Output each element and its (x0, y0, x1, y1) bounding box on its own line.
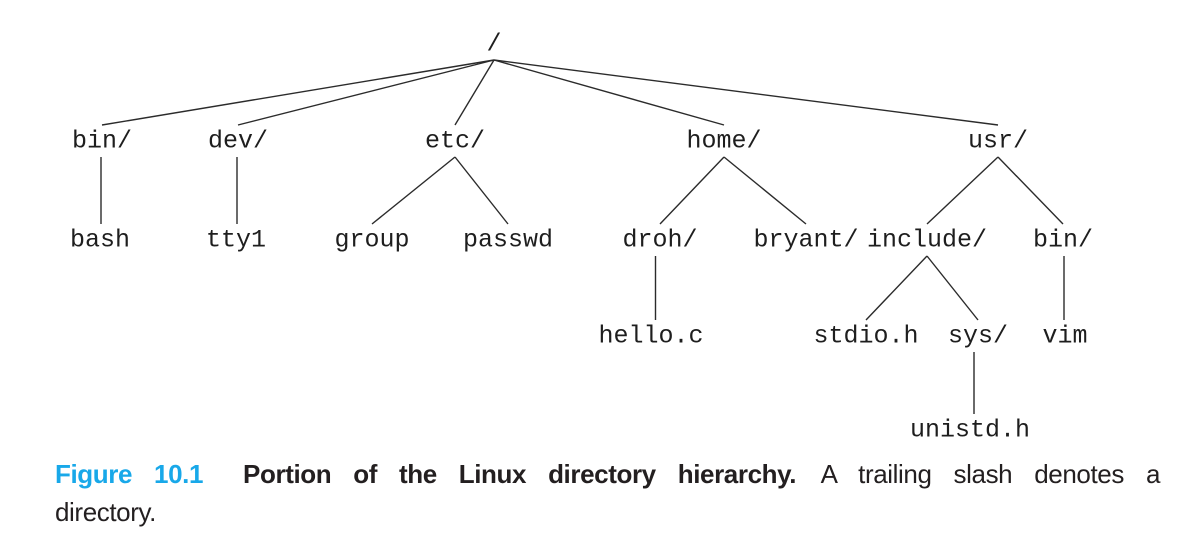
tree-node-root: / (484, 29, 504, 59)
caption-title: Portion of the Linux directory hierarchy… (243, 459, 797, 489)
tree-edge-usr-include (926, 156, 999, 225)
tree-edge-home-bryant (723, 156, 807, 225)
tree-node-home: home/ (684, 126, 764, 156)
tree-edge-etc-group (371, 156, 456, 225)
tree-node-vim: vim (1040, 321, 1090, 351)
tree-node-dev: dev/ (205, 126, 271, 156)
tree-edge-root-bin (101, 59, 495, 126)
tree-edge-home-droh (659, 156, 725, 225)
tree-node-bryant: bryant/ (751, 225, 861, 255)
tree-node-group: group (332, 225, 412, 255)
figure-number-label: Figure 10.1 (55, 459, 204, 489)
tree-edge-usr-usrbin (997, 156, 1064, 225)
tree-edge-include-stdio (865, 255, 928, 321)
tree-node-unistd: unistd.h (907, 415, 1033, 445)
caption-line-1: Figure 10.1 Portion of the Linux directo… (55, 458, 1160, 491)
tree-node-sys: sys/ (945, 321, 1011, 351)
figure-caption: Figure 10.1 Portion of the Linux directo… (55, 458, 1160, 529)
tree-edge-etc-passwd (454, 156, 509, 225)
tree-node-usrbin: bin/ (1030, 225, 1096, 255)
tree-edge-root-usr (493, 59, 999, 126)
tree-edge-root-dev (237, 59, 495, 126)
caption-description-line2: directory. (55, 497, 156, 527)
tree-node-bash: bash (67, 225, 133, 255)
tree-edge-include-sys (926, 255, 979, 321)
tree-node-hello: hello.c (596, 321, 706, 351)
tree-node-droh: droh/ (620, 225, 700, 255)
tree-node-include: include/ (864, 225, 990, 255)
tree-edge-root-home (493, 59, 725, 126)
tree-node-bin: bin/ (69, 126, 135, 156)
tree-node-passwd: passwd (460, 225, 556, 255)
tree-node-usr: usr/ (965, 126, 1031, 156)
tree-node-tty1: tty1 (203, 225, 269, 255)
tree-node-stdio: stdio.h (811, 321, 921, 351)
caption-description-line1: A trailing slash denotes a (820, 459, 1161, 489)
tree-node-etc: etc/ (422, 126, 488, 156)
tree-edge-root-etc (454, 59, 495, 126)
